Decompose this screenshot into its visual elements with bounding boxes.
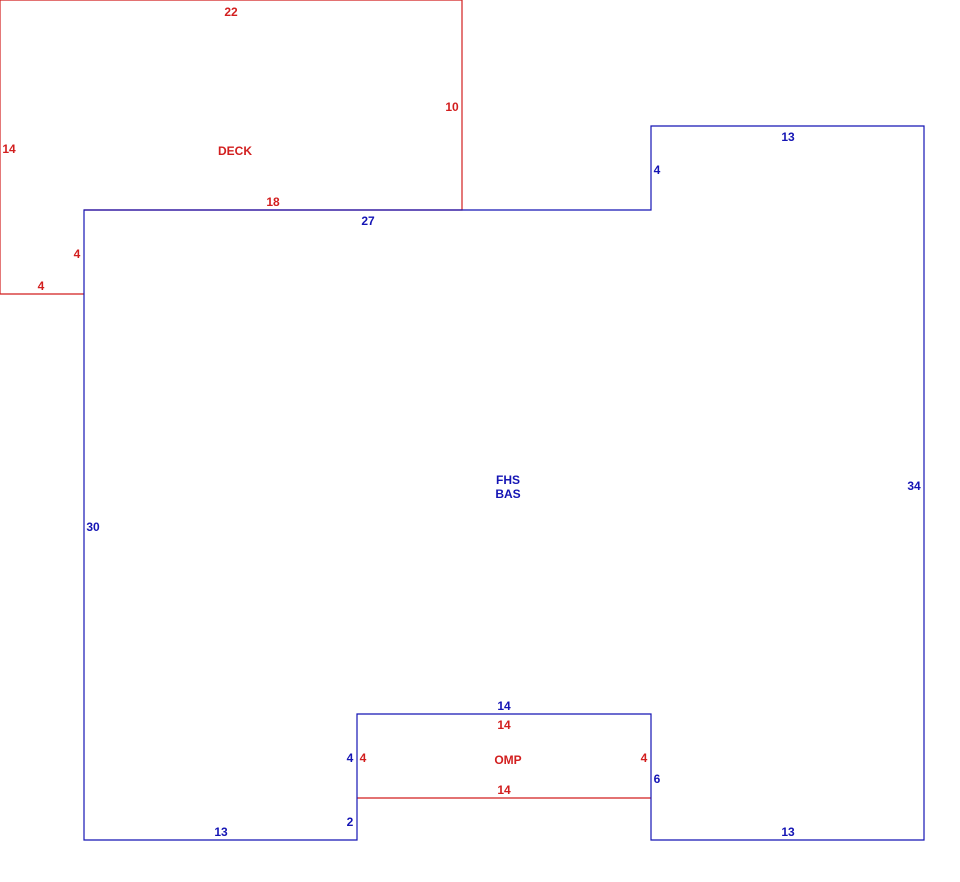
dim-porch-top: 14 — [497, 718, 511, 732]
main-area-sub: BAS — [495, 487, 520, 501]
dim-main-bottom-left: 13 — [214, 825, 228, 839]
dim-main-step-left-upper: 4 — [347, 751, 354, 765]
deck-area-label: DECK — [218, 144, 252, 158]
dim-porch-bottom: 14 — [497, 783, 511, 797]
dim-deck-bottom-small: 4 — [38, 279, 45, 293]
dim-main-left: 30 — [86, 520, 100, 534]
dim-main-bottom-right: 13 — [781, 825, 795, 839]
dim-main-top-left: 27 — [361, 214, 375, 228]
dim-deck-bottom: 18 — [266, 195, 280, 209]
dim-porch-left: 4 — [360, 751, 367, 765]
main-area-code: FHS — [496, 473, 520, 487]
main-house-outline — [83, 125, 925, 841]
dim-main-step-left-lower: 2 — [347, 815, 354, 829]
porch-area-label: OMP — [494, 753, 521, 767]
dim-deck-top: 22 — [224, 5, 238, 19]
dim-main-step-right: 6 — [654, 772, 661, 786]
dim-main-right: 34 — [907, 479, 921, 493]
dim-porch-right: 4 — [641, 751, 648, 765]
dim-deck-left-inner: 4 — [74, 247, 81, 261]
dim-deck-right: 10 — [445, 100, 459, 114]
dim-deck-left-outer: 14 — [2, 142, 16, 156]
dim-main-top-right: 13 — [781, 130, 795, 144]
dim-main-porch-top: 14 — [497, 699, 511, 713]
dim-main-notch-up: 4 — [654, 163, 661, 177]
